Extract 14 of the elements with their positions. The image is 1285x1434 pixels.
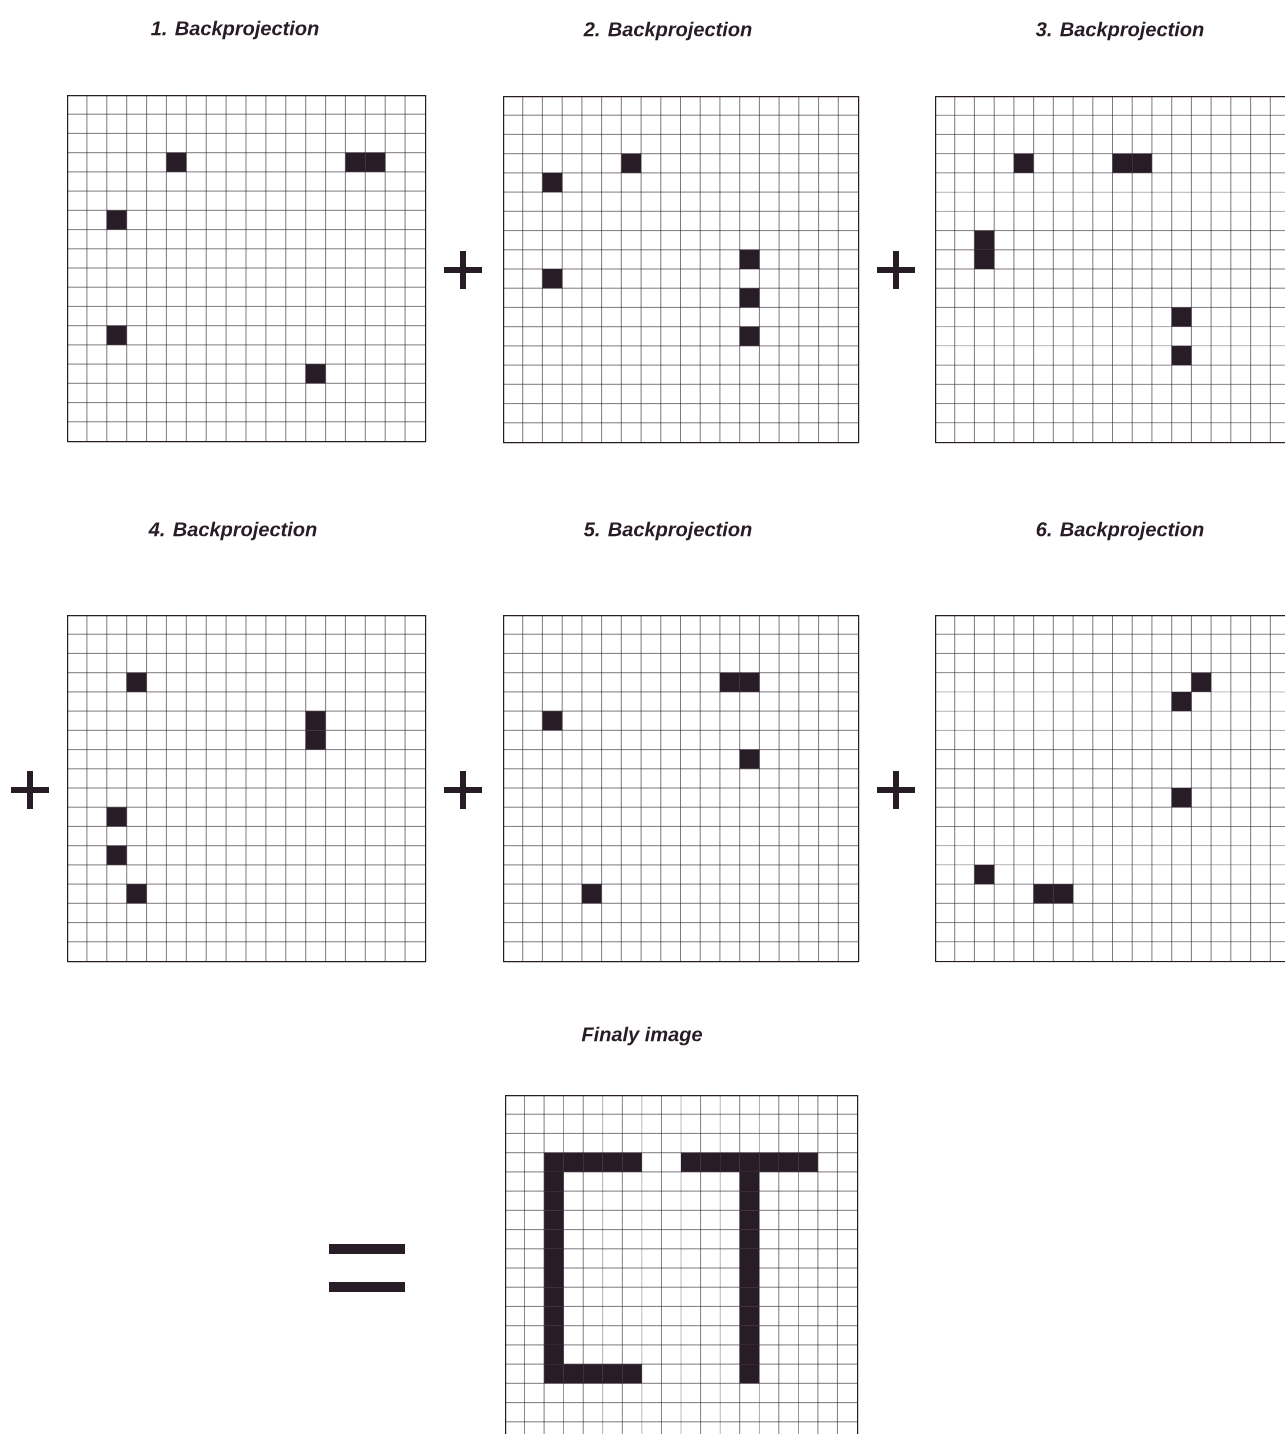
grid-panel: [502, 614, 860, 963]
panel-heading: 5. Backprojection: [583, 521, 752, 541]
grid-panel: [504, 1094, 859, 1434]
panel-heading: 4. Backprojection: [148, 521, 317, 541]
grid-panel: [502, 95, 860, 444]
panel-heading: 3. Backprojection: [1035, 21, 1204, 41]
grid-panel: [66, 94, 427, 443]
panel-heading: 2. Backprojection: [583, 21, 752, 41]
grid-panel: [66, 614, 427, 963]
grid-panel: [934, 614, 1285, 963]
panel-heading: Finaly image: [581, 1026, 702, 1046]
panel-heading: 6. Backprojection: [1036, 521, 1204, 541]
grid-panel: [934, 95, 1285, 444]
panel-heading: 1. Backprojection: [151, 20, 319, 40]
